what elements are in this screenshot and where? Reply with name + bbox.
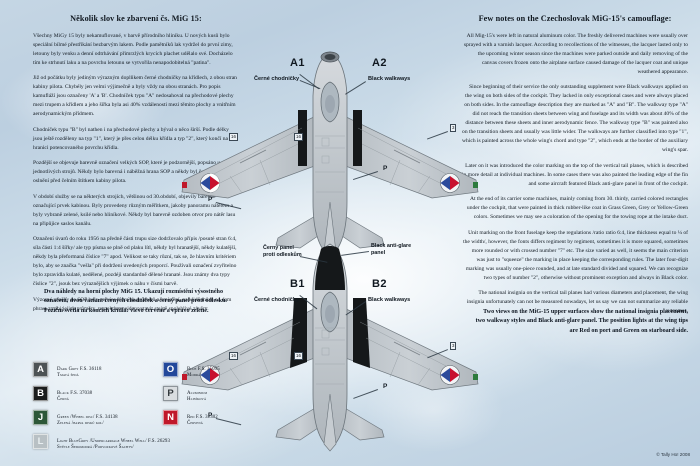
box-number-16-a-right: 16 bbox=[294, 133, 303, 141]
label-b1-code: B1 bbox=[290, 278, 305, 290]
right-summary-note: Two views on the MiG-15 upper surfaces s… bbox=[475, 309, 688, 334]
legend-item-n: N Red F.S. 31302 Červená bbox=[163, 410, 218, 428]
mig15-top-view-b bbox=[181, 243, 479, 452]
left-paragraph: Označení úvarů do roku 1956 na předně čá… bbox=[33, 236, 237, 288]
legend-text-en-j: Green /Wheel disc/ F.S. 34138 bbox=[57, 415, 118, 420]
nav-light-starboard bbox=[473, 182, 478, 188]
legend-key-p: P bbox=[167, 388, 174, 399]
left-paragraph: Všechny MiGy 15 byly nekamuflované, v ba… bbox=[33, 33, 233, 66]
left-summary-note: Dva náhledy na horní plochy MiG 15. Ukaz… bbox=[44, 289, 227, 314]
legend-swatch-n: N bbox=[163, 410, 178, 425]
legend-text-cz-b: Černá bbox=[57, 397, 69, 403]
legend-text-en-a: Dark Grey F.S. 36118 bbox=[57, 367, 102, 372]
legend-text-en-p: Aluminium bbox=[187, 391, 208, 396]
legend-swatch-l: L bbox=[33, 434, 48, 449]
copyright-notice: © Tally Ho! 2008 bbox=[656, 452, 690, 457]
legend-text-en-n: Red F.S. 31302 bbox=[187, 415, 218, 420]
right-text-column: Few notes on the Czechoslovak MiG-15's c… bbox=[462, 14, 688, 323]
mig15-top-view-a bbox=[181, 51, 479, 260]
legend-item-a: A Dark Grey F.S. 36118 Tmavá šedá bbox=[33, 362, 102, 380]
left-paragraph: V období služby se na některých strojích… bbox=[33, 193, 236, 227]
legend-key-n: N bbox=[167, 412, 174, 423]
legend-item-l: L Light BlueGrey /Undercarriage Wheel We… bbox=[33, 434, 170, 452]
nav-light-port bbox=[182, 182, 187, 188]
legend-swatch-a: A bbox=[33, 362, 48, 377]
walkway-starboard-b bbox=[353, 298, 370, 368]
legend-swatch-b: B bbox=[33, 386, 48, 401]
right-paragraph: All Mig-15's were left in natural alumin… bbox=[463, 33, 688, 75]
paint-code-p-b-right: P bbox=[383, 383, 388, 390]
legend-key-l: L bbox=[37, 436, 44, 447]
roundel-starboard-a bbox=[440, 173, 460, 193]
legend-swatch-o: O bbox=[163, 362, 178, 377]
left-paragraph: Pozdější se objevuje barevně označení ve… bbox=[33, 160, 232, 185]
box-number-3-b: 3 bbox=[450, 342, 457, 350]
label-b1-caption: Černé chodničky bbox=[254, 297, 300, 303]
callout-antiglare-en: Black anti-glare panel bbox=[371, 243, 412, 257]
box-number-16-b-right: 16 bbox=[294, 352, 303, 360]
roundel-port-b bbox=[200, 365, 220, 385]
label-a2-code: A2 bbox=[372, 57, 387, 69]
paint-code-p-a-right: P bbox=[383, 165, 388, 172]
legend-text-cz-l: Světle Šedomodrá /Podvozkové Šachty/ bbox=[57, 445, 134, 451]
legend-text-cz-n: Červená bbox=[187, 421, 203, 427]
roundel-starboard-b bbox=[440, 365, 460, 385]
roundel-port-a bbox=[200, 173, 220, 193]
anti-glare-panel bbox=[315, 246, 345, 290]
legend-item-p: P Aluminium Hliníková bbox=[163, 386, 207, 404]
legend-key-a: A bbox=[37, 364, 44, 375]
label-a1-caption: Černé chodničky bbox=[254, 76, 300, 82]
left-paragraph: Již od počátku byly jediným výrazným dop… bbox=[33, 75, 237, 118]
color-legend: A Dark Grey F.S. 36118 Tmavá šedá B Blac… bbox=[33, 362, 293, 458]
callout-antiglare-cz: Černý panel proti odleskům bbox=[263, 245, 302, 259]
legend-key-b: B bbox=[37, 388, 44, 399]
walkway-port-b bbox=[290, 298, 307, 368]
label-a1-code: A1 bbox=[290, 57, 305, 69]
aircraft-plan-view-a bbox=[170, 51, 490, 262]
walkway-starboard-a bbox=[353, 110, 362, 166]
box-number-3-a: 3 bbox=[450, 124, 457, 132]
legend-swatch-p: P bbox=[163, 386, 178, 401]
box-number-16-b-left: 16 bbox=[229, 352, 238, 360]
right-paragraph: The national insignia on the vertical ta… bbox=[466, 290, 688, 315]
label-a2-caption: Black walkways bbox=[368, 76, 411, 82]
left-paragraph: Výzorné značky na SOP byly nejvíce různý… bbox=[33, 296, 232, 312]
legend-text-cz-j: Zelená /barva disků kol/ bbox=[57, 421, 104, 427]
legend-text-en-b: Black F.S. 37038 bbox=[57, 391, 93, 396]
paint-code-p-a-left: P bbox=[208, 196, 213, 203]
legend-text-en-l: Light BlueGrey /Undercarriage Wheel Well… bbox=[57, 439, 170, 444]
left-text-column: Několik slov ke zbarvení čs. MiG 15: Vše… bbox=[33, 14, 239, 320]
legend-text-cz-a: Tmavá šedá bbox=[57, 373, 79, 379]
right-paragraph: At the end of its carrier some machines,… bbox=[466, 196, 688, 221]
legend-text-en-o: Blue F.S. 35095 bbox=[187, 367, 220, 372]
right-paragraph: Unit marking on the front fuselage keep … bbox=[463, 229, 688, 281]
paint-code-p-b-left: P bbox=[208, 412, 213, 419]
right-column-heading: Few notes on the Czechoslovak MiG-15's c… bbox=[478, 14, 672, 23]
left-paragraph: Chodníček typu "B" byl nathen i na přech… bbox=[33, 126, 229, 151]
legend-item-b: B Black F.S. 37038 Černá bbox=[33, 386, 92, 404]
legend-text-cz-p: Hliníková bbox=[187, 397, 207, 403]
box-number-16-a-left: 16 bbox=[229, 133, 238, 141]
aircraft-plan-view-b bbox=[170, 243, 490, 458]
legend-text-cz-o: Modrá bbox=[187, 373, 201, 379]
legend-item-o: O Blue F.S. 35095 Modrá bbox=[163, 362, 220, 380]
left-column-heading: Několik slov ke zbarvení čs. MiG 15: bbox=[70, 14, 202, 23]
right-paragraph: Since beginning of their service the onl… bbox=[462, 84, 688, 154]
right-paragraph: Later on it was introduced the color mar… bbox=[462, 162, 688, 187]
label-b2-code: B2 bbox=[372, 278, 387, 290]
label-b2-caption: Black walkways bbox=[368, 297, 411, 303]
legend-key-o: O bbox=[166, 364, 175, 375]
legend-item-j: J Green /Wheel disc/ F.S. 34138 Zelená /… bbox=[33, 410, 118, 428]
legend-swatch-j: J bbox=[33, 410, 48, 425]
legend-key-j: J bbox=[37, 412, 44, 423]
